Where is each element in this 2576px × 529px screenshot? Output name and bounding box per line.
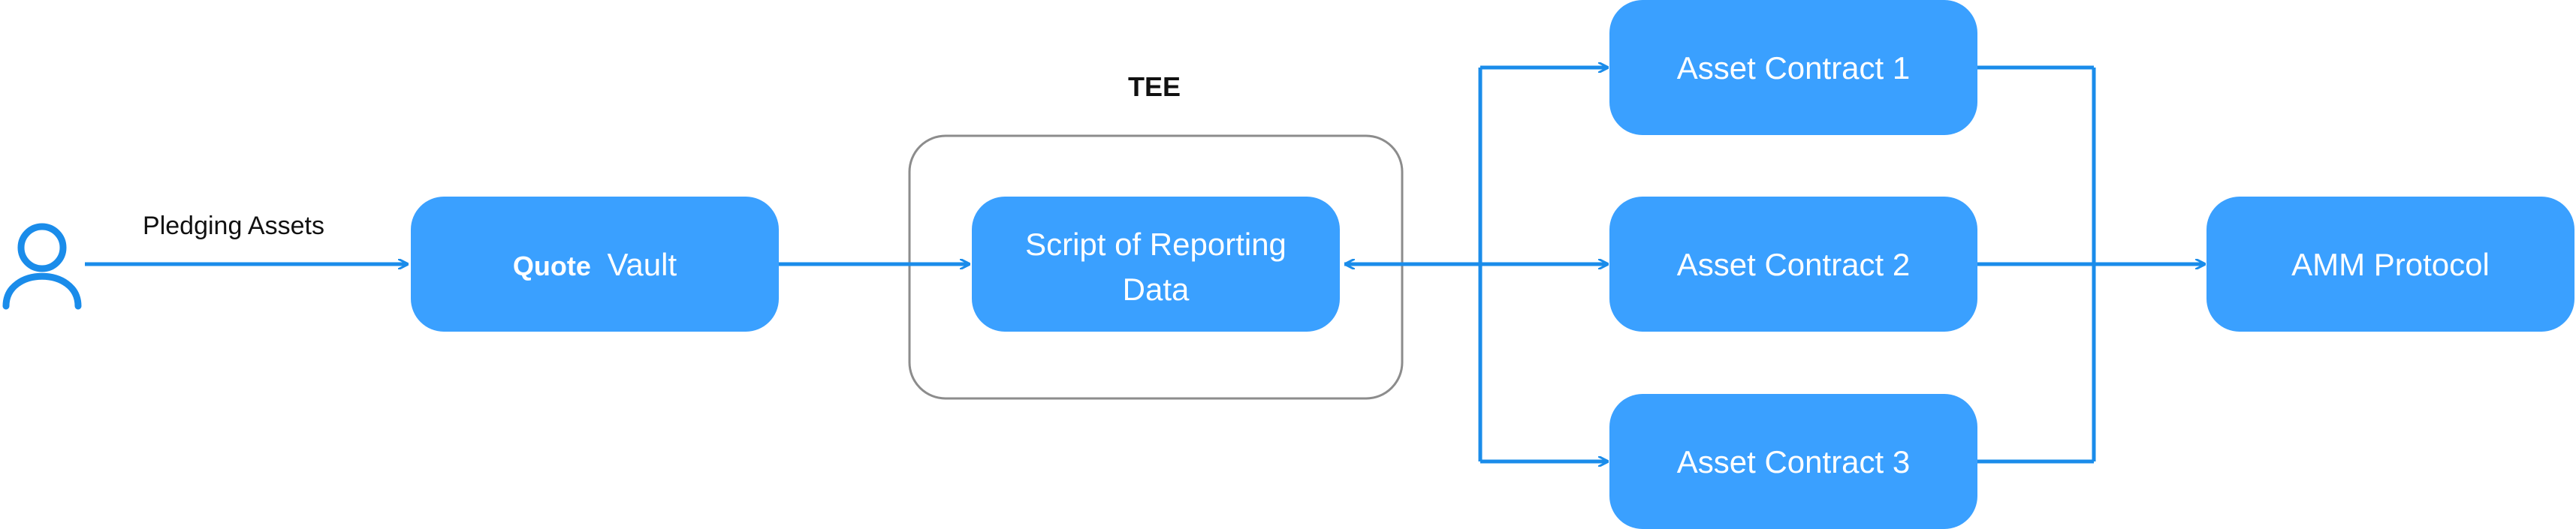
asset2-label: Asset Contract 2	[1677, 247, 1910, 282]
node-vault: Quote Vault	[411, 197, 779, 332]
tee-title: TEE	[1128, 71, 1181, 102]
pledging-assets-label: Pledging Assets	[143, 212, 324, 240]
node-amm-protocol: AMM Protocol	[2206, 197, 2574, 332]
node-script: Script of Reporting Data	[972, 197, 1340, 332]
script-box	[972, 197, 1340, 332]
amm-box	[2206, 197, 2574, 332]
vault-label-prefix: Quote	[513, 251, 591, 281]
vault-label-main: Vault	[608, 247, 677, 282]
script-label-line2: Data	[1123, 272, 1190, 307]
asset2-box	[1609, 197, 1977, 332]
user-icon	[2, 223, 82, 310]
vault-box	[411, 197, 779, 332]
asset3-box	[1609, 394, 1977, 529]
node-asset-contract-3: Asset Contract 3	[1609, 394, 1977, 529]
tee-container	[908, 134, 1404, 400]
asset3-label: Asset Contract 3	[1677, 444, 1910, 479]
node-asset-contract-1: Asset Contract 1	[1609, 0, 1977, 135]
asset1-label: Asset Contract 1	[1677, 50, 1910, 86]
vault-label: Quote Vault	[513, 247, 677, 282]
asset1-box	[1609, 0, 1977, 135]
script-label-line1: Script of Reporting	[1025, 227, 1286, 262]
amm-label: AMM Protocol	[2291, 247, 2490, 282]
connectors	[85, 68, 2204, 461]
node-asset-contract-2: Asset Contract 2	[1609, 197, 1977, 332]
